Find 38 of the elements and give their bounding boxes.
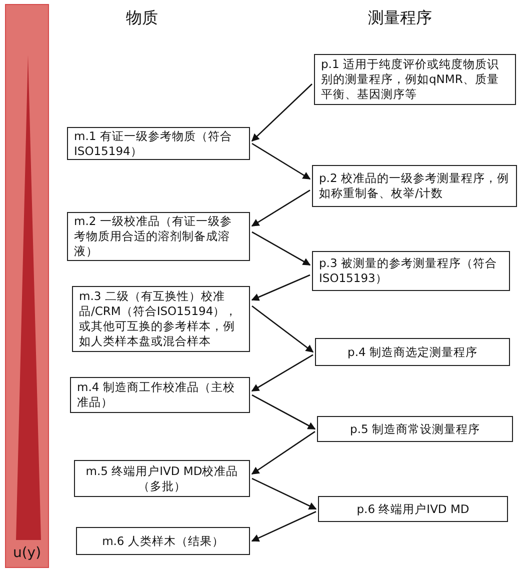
box-text: p.5 制造商常设测量程序 [349, 422, 481, 436]
process-box [312, 251, 510, 291]
process-box [76, 527, 250, 555]
process-box [72, 286, 250, 352]
process-box [318, 496, 508, 522]
column-heading: 测量程序 [368, 8, 432, 29]
arrow [251, 84, 312, 142]
box-text: m.4 制造商工作校准品（主校准品） [77, 380, 236, 410]
box-text: p.4 制造商选定测量程序 [346, 344, 478, 360]
box-text: m.2 一级校准品（有证一级参考物质用合适的溶剂制备成溶液） [74, 214, 233, 259]
process-box [67, 212, 250, 261]
process-box [317, 416, 513, 442]
arrow [251, 274, 310, 301]
box-text: u(y) [12, 545, 42, 561]
arrow [252, 231, 311, 266]
process-box [312, 165, 517, 207]
arrow [251, 431, 316, 475]
arrow [252, 305, 314, 353]
arrow [252, 478, 317, 510]
box-text: p.6 终端用户IVD MD [356, 502, 470, 516]
box-text: m.1 有证一级参考物质（符合ISO15194） [74, 128, 233, 158]
arrow [252, 142, 311, 180]
column-heading: 物质 [126, 8, 158, 29]
box-text: p.3 被测量的参考测量程序（符合ISO15193） [319, 256, 498, 286]
box-text: p.1 适用于纯度评价或纯度物质识别的测量程序，例如qNMR、质量平衡、基因测序等 [321, 57, 500, 102]
arrow [251, 190, 310, 227]
process-box [74, 460, 250, 497]
process-box [70, 377, 250, 413]
box-text: p.2 校准品的一级参考测量程序，例如称重制备、枚举/计数 [319, 171, 510, 201]
box-text: m.5 终端用户IVD MD校准品（多批） [84, 464, 240, 494]
box-text: m.6 人类样木（结果） [101, 534, 225, 548]
arrow [251, 511, 316, 542]
process-box [67, 127, 250, 160]
arrow [251, 354, 314, 392]
arrow [252, 394, 316, 430]
process-box [315, 338, 510, 366]
process-box [314, 54, 516, 105]
box-text: m.3 二级（有互换性）校准品/CRM（符合ISO15194），或其他可互换的参考样本，例如人类样本盘或混合样本 [79, 289, 238, 349]
